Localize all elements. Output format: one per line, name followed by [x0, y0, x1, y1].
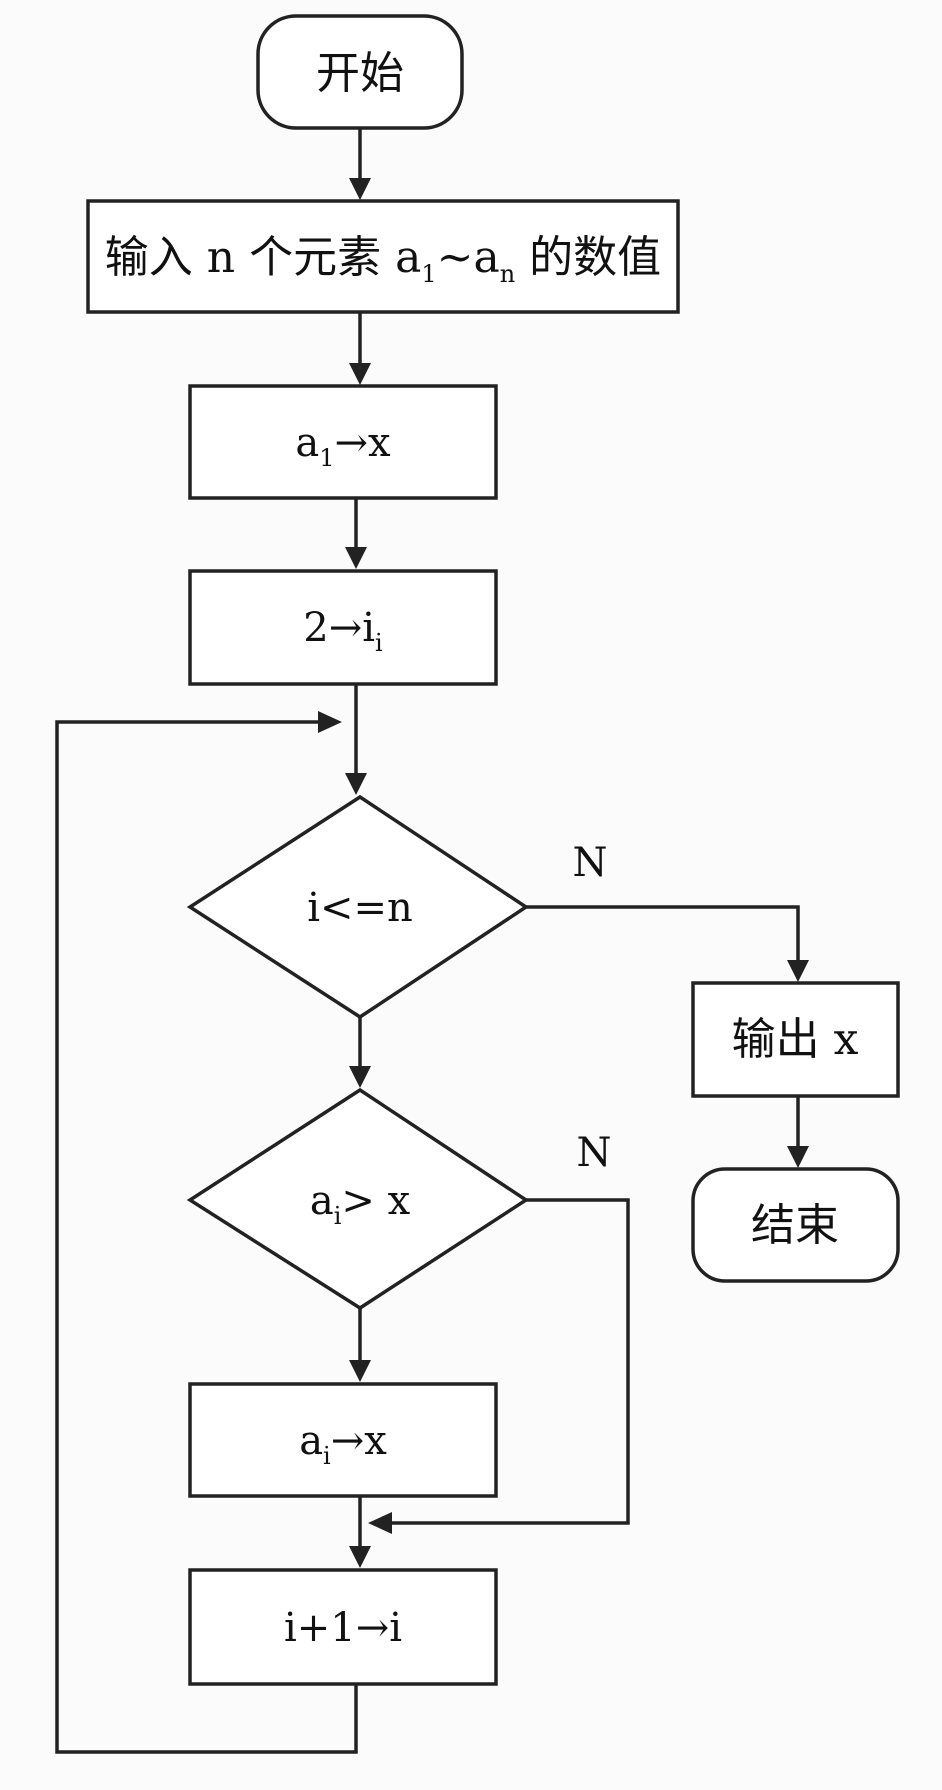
assign-x-label: a1→x: [295, 420, 391, 472]
increment-label: i+1→i: [284, 1605, 402, 1651]
end-node: 结束: [691, 1167, 900, 1283]
arrowhead: [368, 1512, 392, 1534]
output-label: 输出 x: [732, 1014, 859, 1065]
input-label: 输入 n 个元素 a1~an 的数值: [105, 232, 661, 288]
compare-condition-node: ai> x: [186, 1087, 530, 1311]
no-label-loop: N: [573, 840, 608, 886]
edge-compare-no-merge: [390, 1198, 630, 1525]
arrowhead: [787, 1146, 809, 1168]
arrowhead: [349, 363, 371, 385]
loop-condition-node: i<=n: [186, 794, 530, 1020]
update-x-label: ai→x: [299, 1418, 387, 1470]
arrowhead: [787, 960, 809, 982]
update-x-node: ai→x: [188, 1382, 498, 1498]
output-node: 输出 x: [691, 981, 900, 1098]
start-label: 开始: [316, 48, 404, 99]
loop-condition-label: i<=n: [307, 885, 413, 931]
assign-x-node: a1→x: [188, 384, 498, 500]
arrowhead: [349, 1360, 371, 1382]
edge-cond-no-output: [526, 905, 800, 962]
increment-node: i+1→i: [188, 1568, 498, 1686]
start-node: 开始: [256, 14, 464, 130]
assign-i-label: 2→ii: [303, 605, 383, 657]
arrowhead: [349, 1546, 371, 1568]
arrowhead: [349, 178, 371, 200]
arrowhead: [345, 773, 367, 795]
end-label: 结束: [751, 1200, 839, 1251]
assign-i-node: 2→ii: [188, 569, 498, 686]
arrowhead: [349, 1066, 371, 1088]
compare-condition-label: ai> x: [310, 1178, 411, 1230]
edge-loop-back: [55, 720, 358, 1754]
arrowhead: [345, 547, 367, 569]
arrowhead: [318, 711, 342, 733]
input-node: 输入 n 个元素 a1~an 的数值: [86, 199, 680, 314]
no-label-compare: N: [577, 1130, 612, 1176]
